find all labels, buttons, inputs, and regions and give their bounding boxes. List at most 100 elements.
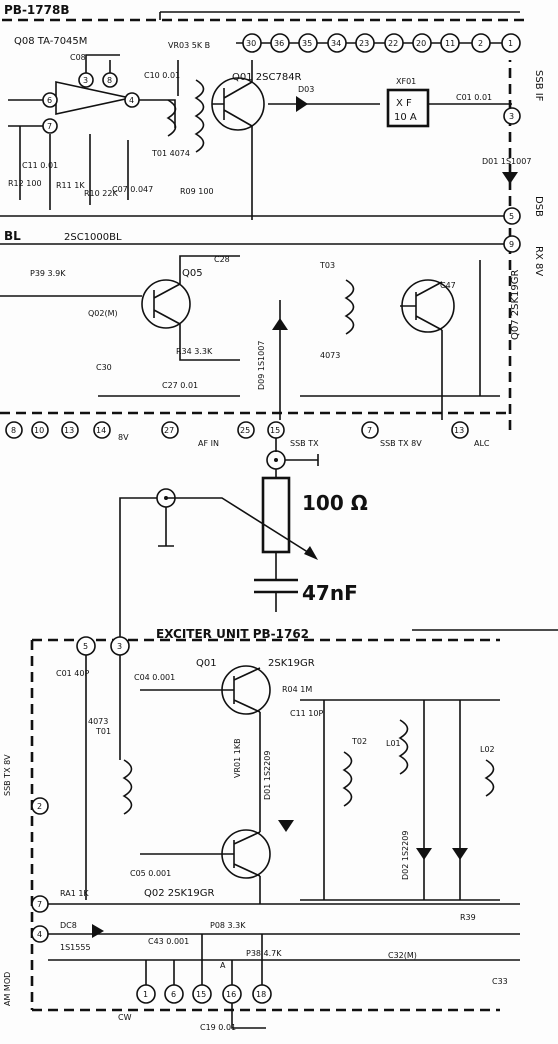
exc-l01-coil xyxy=(398,719,409,775)
pin-1-label: 1 xyxy=(508,39,513,48)
q08-label: Q08 TA-7045M xyxy=(14,36,87,47)
exc-ra1-label: RA1 1K xyxy=(60,889,89,898)
pin-35-label: 35 xyxy=(302,39,312,48)
pin-22 xyxy=(384,33,404,53)
exc-cw-label: CW xyxy=(118,1013,132,1022)
d01-label: D01 1S1007 xyxy=(482,157,531,166)
q05-transistor-body xyxy=(141,279,191,329)
pin-20 xyxy=(412,33,432,53)
t01-primary-coil xyxy=(166,99,177,137)
c47-label: C47 xyxy=(440,281,456,290)
dsb-label: DSB xyxy=(533,196,544,217)
pin-36-label: 36 xyxy=(274,39,284,48)
q08-opamp-symbol xyxy=(55,81,131,115)
t03-coil xyxy=(344,279,355,335)
exc-q02-label: Q02 2SK19GR xyxy=(144,888,215,899)
eight-v-label: 8V xyxy=(118,433,129,442)
q01-transistor-leads xyxy=(212,81,253,127)
pin-10-label: 10 xyxy=(34,426,44,435)
pin-14 xyxy=(93,421,111,439)
q01-label: Q01 2SC784R xyxy=(232,72,302,83)
board-top: PB-1778B 30 36 35 34 23 22 20 11 2 1 Q0 xyxy=(0,3,544,448)
pin-14-label: 14 xyxy=(96,426,106,435)
xf01-crystal-filter xyxy=(386,88,430,128)
coax-top-shield-ground xyxy=(285,454,319,466)
pin-34 xyxy=(327,33,347,53)
exc-r04-label: R04 1M xyxy=(282,685,312,694)
pin-2 xyxy=(471,33,491,53)
coax-connector-top-center xyxy=(274,458,278,462)
coax-connector-left-center xyxy=(164,496,168,500)
mod-wire-to-exciter-pin3 xyxy=(119,497,157,640)
d03-label: D03 xyxy=(298,85,314,94)
board-exciter: EXCITER UNIT PB-1762 5 3 C01 40P Q01 2SK… xyxy=(3,627,558,1032)
exc-t01-coil xyxy=(122,759,133,815)
c10-label: C10 0.01 xyxy=(144,71,180,80)
board-top-label: PB-1778B xyxy=(4,3,69,17)
exc-p08-label: P08 3.3K xyxy=(210,921,246,930)
rx8v-label: RX 8V xyxy=(533,246,544,276)
pin-25-label: 25 xyxy=(240,426,250,435)
exc-output-network xyxy=(300,699,500,901)
pin-8 xyxy=(5,421,23,439)
t01-transformer-coil xyxy=(177,60,205,153)
exc-left-pin-2 xyxy=(31,797,49,815)
r09-label: R09 100 xyxy=(180,187,214,196)
pin-11-label: 11 xyxy=(445,39,455,48)
c07-label: C07 0.047 xyxy=(112,185,153,194)
pin-13 xyxy=(61,421,79,439)
t03-label: T03 xyxy=(319,261,335,270)
pin-7 xyxy=(361,421,379,439)
added-modification: 100 Ω 47nF xyxy=(119,438,368,640)
exc-l02-label: L02 xyxy=(480,745,495,754)
c08-label: C08 xyxy=(70,53,86,62)
c01-label: C01 0.01 xyxy=(456,93,492,102)
exc-vr01-label: VR01 1KB xyxy=(233,738,242,778)
exc-d01-label: D01 1S2209 xyxy=(263,751,272,800)
pin-23 xyxy=(355,33,375,53)
pin-30 xyxy=(242,33,262,53)
exc-am-mod-label: AM MOD xyxy=(3,972,12,1006)
exc-c05-label: C05 0.001 xyxy=(130,869,171,878)
exc-q02-fet-leads xyxy=(222,831,261,877)
side-pin-9-label: 9 xyxy=(509,240,514,249)
exciter-pin-3-label: 3 xyxy=(117,642,122,651)
pin-13b xyxy=(451,421,469,439)
exc-c19-label: C19 0.01 xyxy=(200,1023,236,1032)
potentiometer-wiper xyxy=(166,497,315,557)
exc-a-label: A xyxy=(220,961,226,970)
q08-bias-network xyxy=(19,126,129,210)
r11-label: R11 1K xyxy=(56,181,85,190)
exc-c01-label: C01 40P xyxy=(56,669,89,678)
exc-ssb-tx-8v-label: SSB TX 8V xyxy=(3,754,12,796)
exc-d02-label: D02 1S2209 xyxy=(401,831,410,880)
exc-bottom-buses xyxy=(48,903,520,961)
exc-t01-part-label: 4073 xyxy=(88,717,108,726)
d09-label: D09 1S1007 xyxy=(257,341,266,390)
exc-q01-label: Q01 xyxy=(196,658,217,669)
q05-transistor-leads xyxy=(153,283,181,325)
q08-pin-8-label: 8 xyxy=(107,76,112,85)
potentiometer-arrowhead xyxy=(304,546,318,560)
exc-d01-diode-symbol xyxy=(278,820,294,832)
capacitor-value-label: 47nF xyxy=(302,581,358,605)
r12-label: R12 100 xyxy=(8,179,42,188)
c30-label: C30 xyxy=(96,363,112,372)
capacitor-47nf xyxy=(254,578,298,594)
pin-15-label: 15 xyxy=(270,426,280,435)
d03-diode-symbol xyxy=(296,96,308,112)
board-top-step xyxy=(159,11,520,20)
exc-dc8-diode-symbol xyxy=(92,924,104,938)
exc-p38-label: P38 4.7K xyxy=(246,949,282,958)
exc-q01-fet-leads xyxy=(222,667,261,713)
pin-35 xyxy=(298,33,318,53)
resistor-value-label: 100 Ω xyxy=(302,491,368,515)
exc-l01-label: L01 xyxy=(386,739,401,748)
c28-label: C28 xyxy=(214,255,230,264)
alc-label: ALC xyxy=(474,439,490,448)
exc-left-pin-4-label: 4 xyxy=(37,930,42,939)
pin-2-label: 2 xyxy=(478,39,483,48)
pin-23-label: 23 xyxy=(359,39,369,48)
t03-part-label: 4073 xyxy=(320,351,340,360)
